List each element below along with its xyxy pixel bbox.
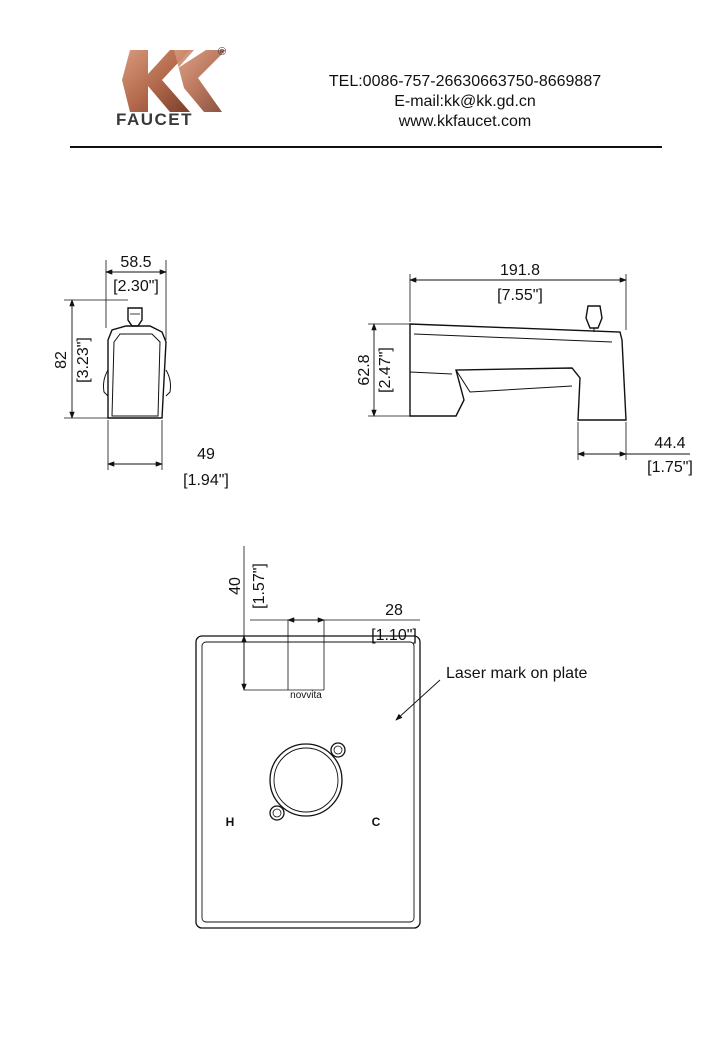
header-rule xyxy=(70,146,662,148)
plate-mark-width-in: [1.10"] xyxy=(371,627,417,644)
front-height-mm: 82 xyxy=(53,351,70,369)
side-length-mm: 191.8 xyxy=(500,262,540,279)
front-depth-in: [1.94"] xyxy=(183,472,229,489)
front-width-in: [2.30"] xyxy=(113,278,159,295)
contact-block: TEL:0086-757-26630663750-8669887 E-mail:… xyxy=(300,72,630,132)
contact-tel: TEL:0086-757-26630663750-8669887 xyxy=(328,73,602,90)
front-width-mm: 58.5 xyxy=(120,254,151,271)
plate-mark-width-mm: 28 xyxy=(385,602,403,619)
front-height-in: [3.23"] xyxy=(75,337,92,383)
plate-logo-text: novvita xyxy=(290,690,322,701)
contact-web[interactable]: www.kkfaucet.com xyxy=(398,113,532,130)
side-view xyxy=(368,274,690,460)
hot-label: H xyxy=(226,815,235,829)
laser-mark-note: Laser mark on plate xyxy=(446,665,588,682)
side-length-in: [7.55"] xyxy=(497,287,543,304)
plate-view xyxy=(195,546,441,929)
plate-offset-mm: 40 xyxy=(227,577,244,595)
side-outlet-mm: 44.4 xyxy=(654,435,685,452)
cold-label: C xyxy=(372,815,381,829)
front-depth-mm: 49 xyxy=(197,446,215,463)
side-outlet-in: [1.75"] xyxy=(647,459,693,476)
plate-offset-in: [1.57"] xyxy=(251,563,268,609)
contact-email: E-mail:kk@kk.gd.cn xyxy=(394,93,536,110)
kk-logo-icon xyxy=(122,50,226,112)
side-height-mm: 62.8 xyxy=(356,354,373,385)
side-height-in: [2.47"] xyxy=(377,347,394,393)
registered-mark: ® xyxy=(218,46,227,58)
front-view xyxy=(64,260,171,470)
brand-name: FAUCET xyxy=(116,110,193,129)
